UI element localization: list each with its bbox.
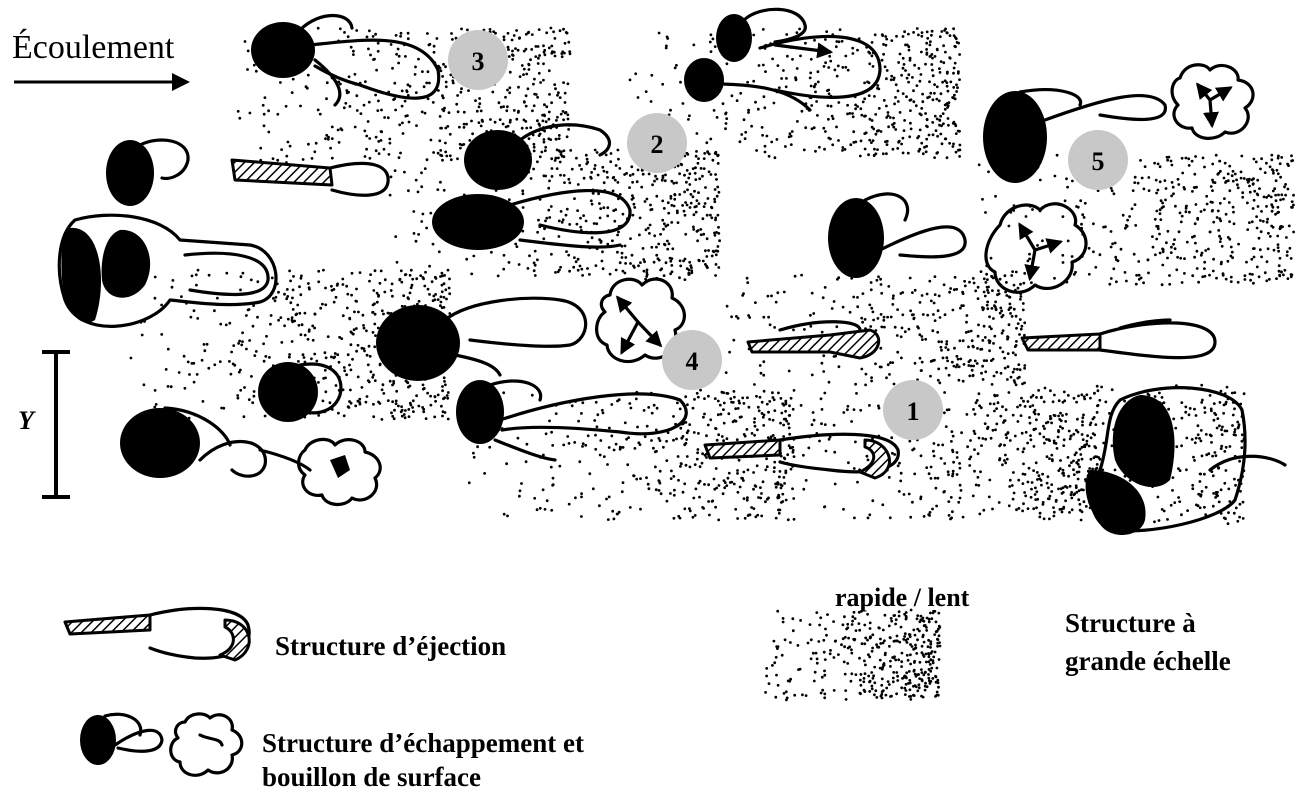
- marker-3: 3: [448, 30, 508, 90]
- escape-structure: [376, 298, 586, 381]
- y-scale-bar: [42, 352, 70, 497]
- escape-structure: [1086, 388, 1285, 535]
- escape-structure: [464, 125, 609, 190]
- svg-text:5: 5: [1092, 147, 1105, 176]
- svg-text:4: 4: [686, 347, 699, 376]
- escape-structure: [684, 9, 880, 110]
- legend-speed-gradient: [764, 609, 941, 702]
- marker-2: 2: [627, 113, 687, 173]
- legend-escape-icon: [80, 714, 242, 775]
- ejection-structure: [1022, 320, 1215, 358]
- legend-speed-label: rapide / lent: [835, 583, 970, 612]
- legend-escape-line1: Structure d’échappement et: [262, 728, 584, 758]
- escape-structure: [258, 362, 341, 422]
- ejection-structure: [232, 160, 388, 195]
- escape-structure: [106, 140, 188, 206]
- svg-text:1: 1: [907, 397, 920, 426]
- legend-large-scale-line1: Structure à: [1065, 608, 1196, 638]
- svg-text:2: 2: [651, 130, 664, 159]
- marker-1: 1: [883, 380, 943, 440]
- legend: Structure d’éjection rapide / lent Struc…: [65, 583, 1231, 792]
- marker-5: 5: [1068, 130, 1128, 190]
- flow-arrow-icon: [14, 73, 190, 91]
- ejection-structure: [705, 434, 898, 478]
- ejection-structure: [748, 322, 879, 358]
- legend-large-scale-line2: grande échelle: [1065, 646, 1231, 676]
- escape-structure: [828, 194, 965, 278]
- legend-ejection-icon: [65, 608, 249, 660]
- legend-ejection-label: Structure d’éjection: [275, 631, 506, 661]
- svg-text:3: 3: [472, 47, 485, 76]
- surface-boil: [299, 439, 381, 504]
- marker-4: 4: [662, 330, 722, 390]
- legend-escape-line2: bouillon de surface: [262, 762, 481, 792]
- y-axis-label: Y: [18, 406, 36, 435]
- escape-structure: [59, 215, 276, 326]
- surface-boil: [1172, 65, 1253, 139]
- flow-label: Écoulement: [12, 29, 175, 66]
- escape-structure: [251, 16, 439, 106]
